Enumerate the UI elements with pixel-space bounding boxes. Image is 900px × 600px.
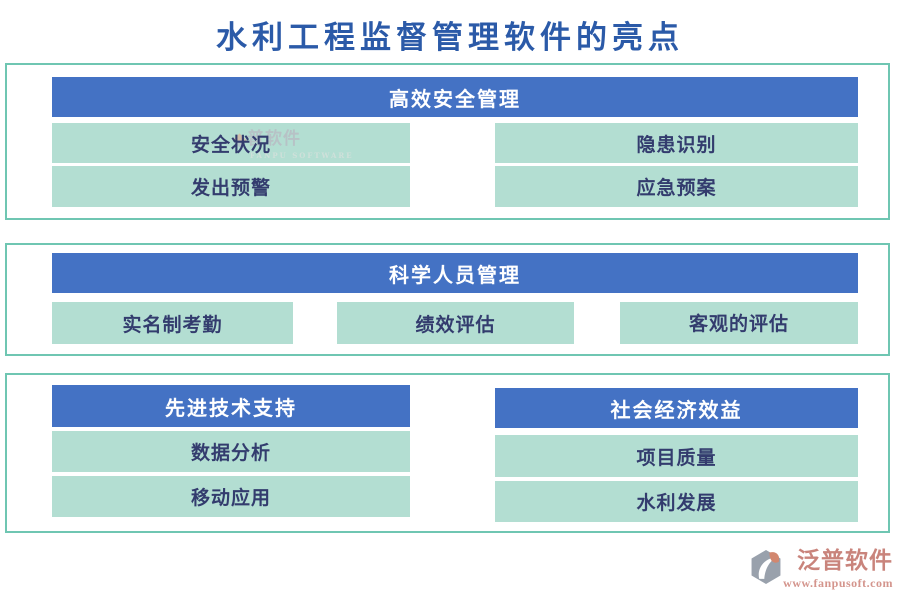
panel-personnel: 科学人员管理 实名制考勤 绩效评估 客观的评估 (5, 243, 890, 356)
item-box: 绩效评估 (337, 302, 574, 344)
item-box: 隐患识别 (495, 123, 858, 163)
item-label: 实名制考勤 (122, 313, 223, 336)
section-header-personnel: 科学人员管理 (52, 253, 858, 293)
page-title: 水利工程监督管理软件的亮点 (216, 20, 684, 56)
item-box: 实名制考勤 (52, 302, 293, 344)
item-label: 数据分析 (190, 442, 271, 464)
section-header-benefit: 社会经济效益 (495, 388, 858, 428)
item-label: 发出预警 (190, 177, 271, 199)
fanpu-url: www.fanpusoft.com (783, 576, 893, 590)
item-box: 发出预警 (52, 166, 410, 207)
item-label: 应急预案 (636, 177, 717, 199)
watermark-text: 普软件 (247, 129, 301, 149)
item-label: 客观的评估 (688, 313, 789, 335)
fanpu-logo-icon (751, 550, 781, 584)
section-header-safety: 高效安全管理 (52, 77, 858, 117)
panel-tech-benefit: 先进技术支持 数据分析 移动应用 社会经济效益 项目质量 水利发展 (5, 373, 890, 533)
item-label: 项目质量 (636, 446, 717, 469)
item-label: 水利发展 (636, 492, 717, 514)
item-label: 绩效评估 (415, 313, 496, 336)
item-box: 项目质量 (495, 435, 858, 477)
item-box: 水利发展 (495, 481, 858, 522)
fanpu-logo: 泛普软件 www.fanpusoft.com (749, 547, 893, 591)
section-header-tech: 先进技术支持 (52, 385, 410, 427)
fanpu-brand-text: 泛普软件 (797, 547, 893, 574)
item-label: 隐患识别 (636, 133, 717, 156)
item-box: 普软件 FANPU SOFTWARE 安全状况 (52, 123, 410, 163)
watermark-subtext: FANPU SOFTWARE (250, 151, 354, 160)
item-label: 安全状况 (190, 133, 271, 156)
item-box: 数据分析 (52, 431, 410, 472)
item-box: 移动应用 (52, 476, 410, 517)
fanpu-watermark: 普软件 FANPU SOFTWARE (232, 129, 354, 165)
item-label: 移动应用 (190, 487, 271, 509)
item-box: 客观的评估 (620, 302, 858, 344)
item-box: 应急预案 (495, 166, 858, 207)
